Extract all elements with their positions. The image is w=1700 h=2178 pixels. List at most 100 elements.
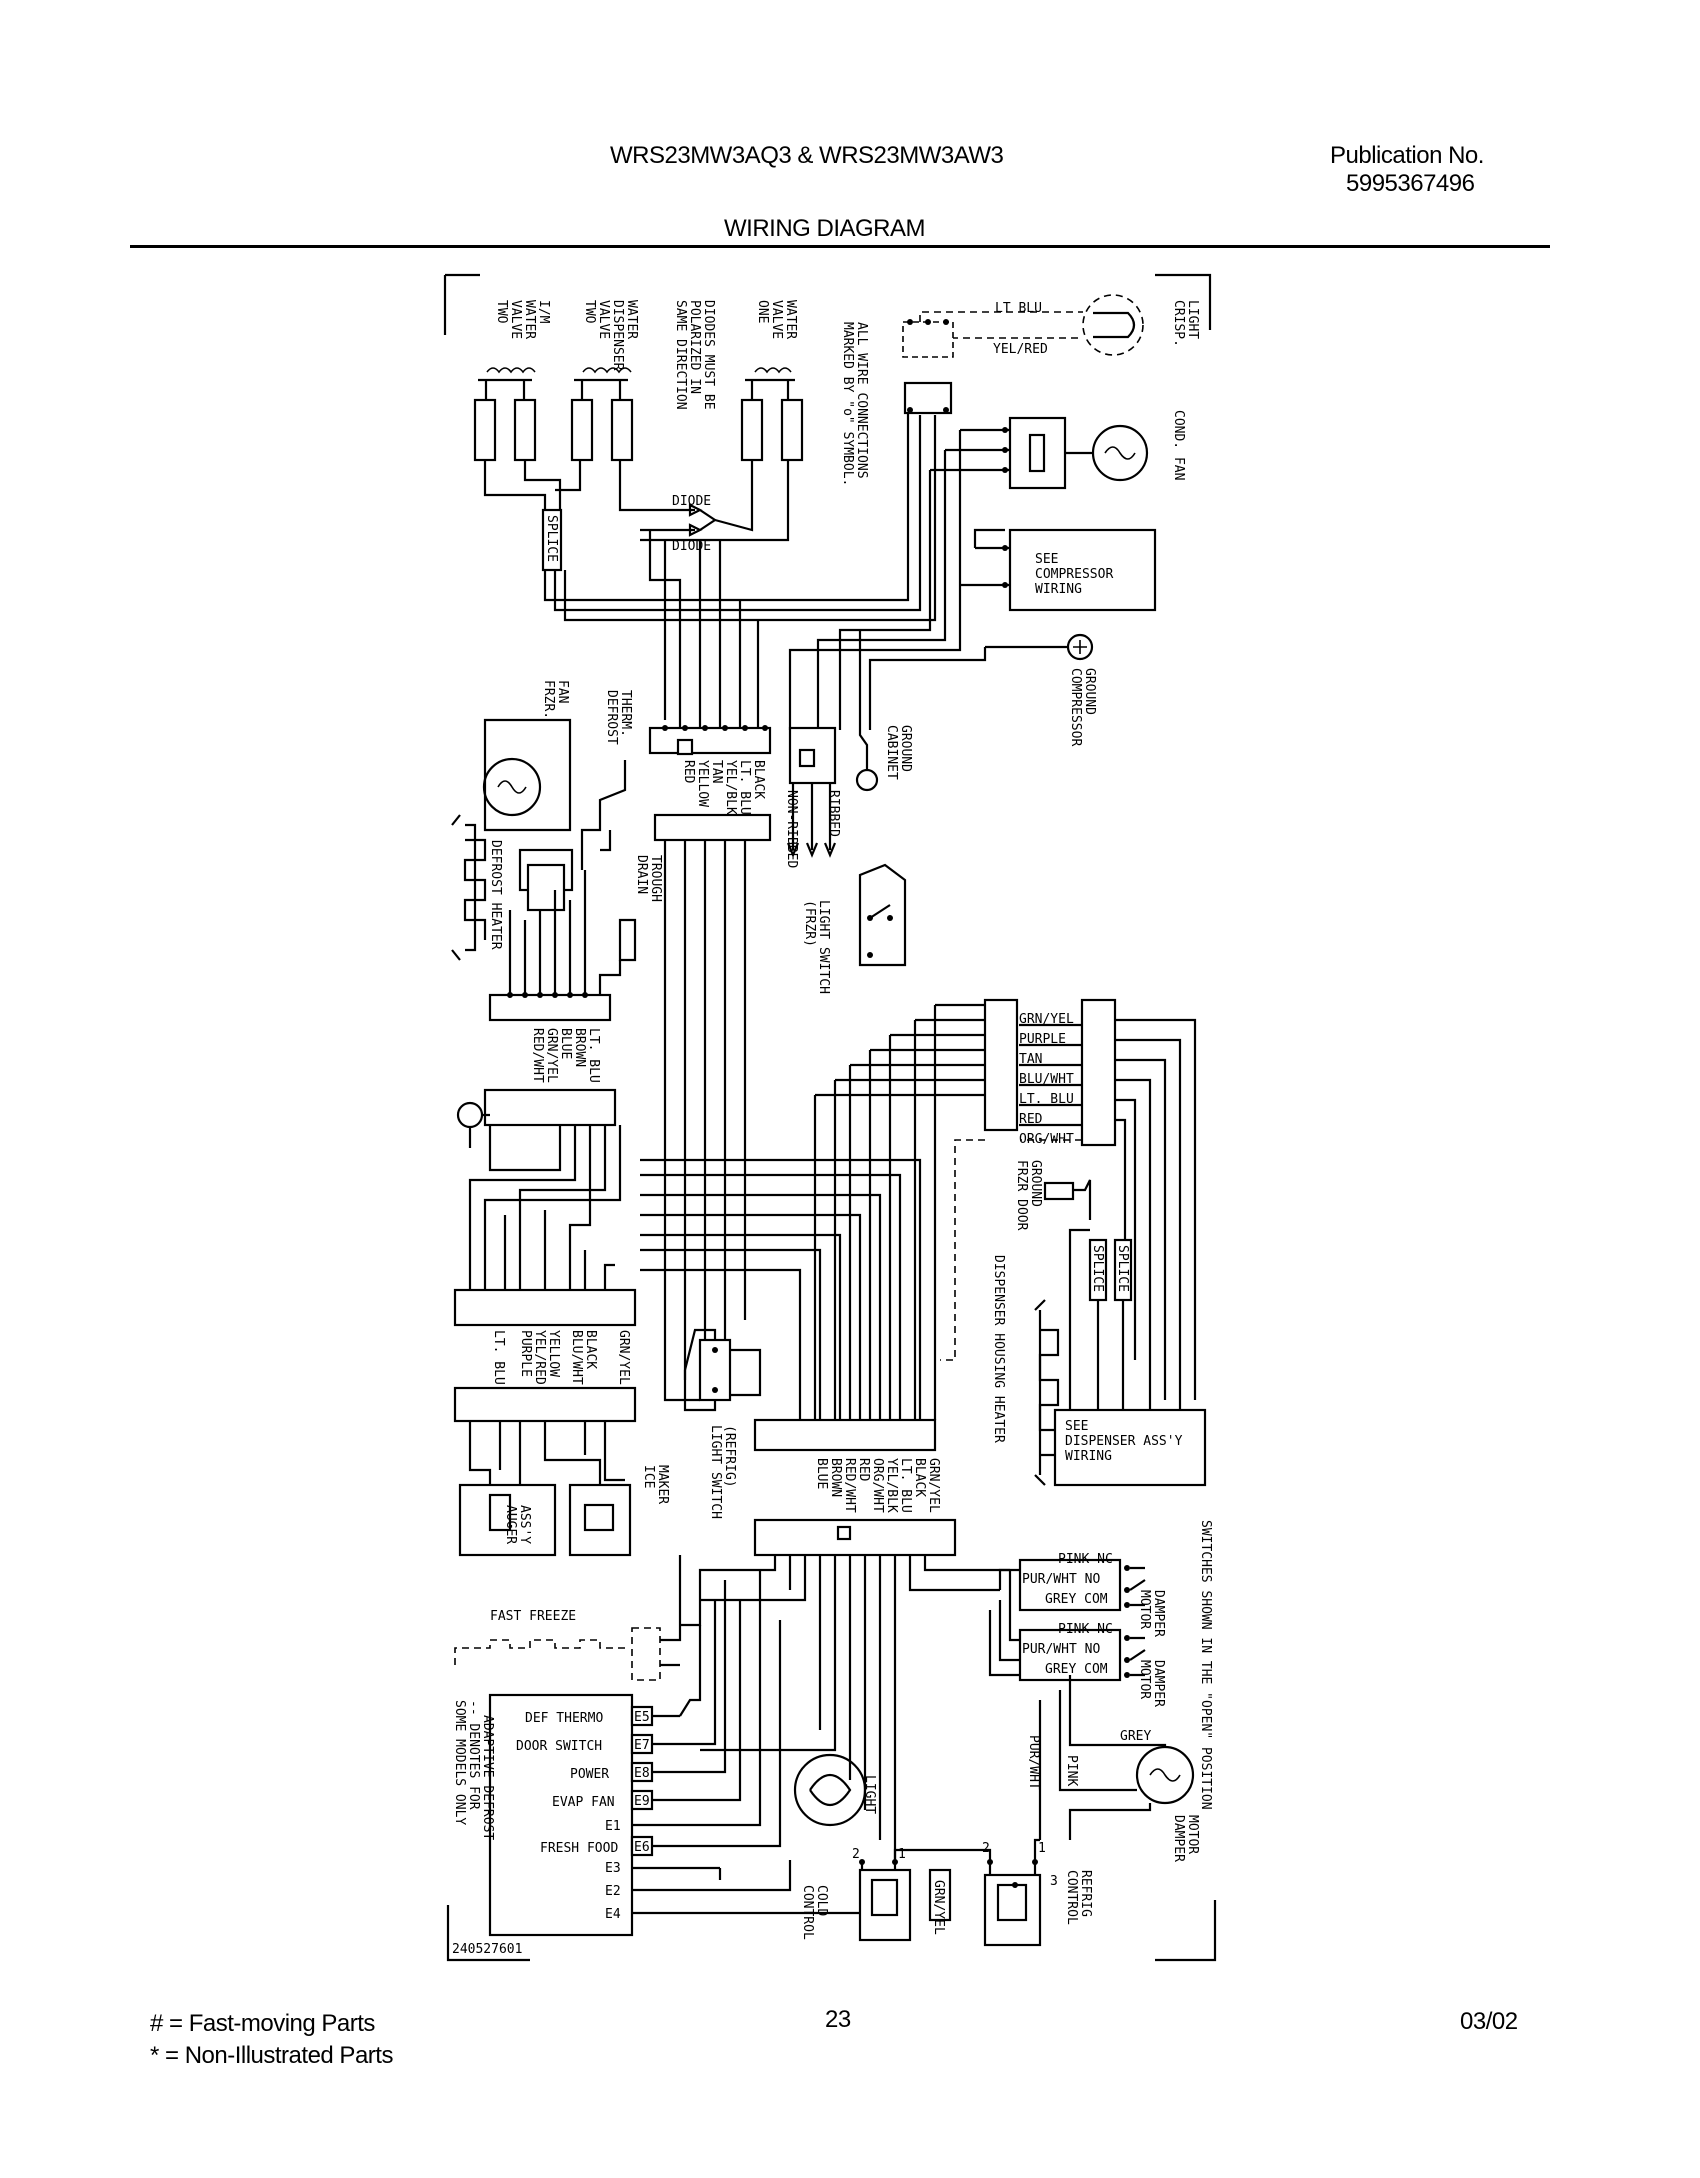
upper-connector-top [648, 726, 772, 755]
cold-term-2: 2 [852, 1847, 860, 1862]
svg-text:PURPLE: PURPLE [1019, 1032, 1066, 1047]
right-connector-wire-labels: GRN/YEL PURPLE TAN BLU/WHT LT. BLU RED O… [1019, 1012, 1074, 1147]
svg-text:WATER: WATER [522, 300, 537, 339]
svg-text:LIGHT: LIGHT [862, 1775, 877, 1814]
auger-ice-wires [468, 1421, 625, 1495]
page-number: 23 [825, 2006, 851, 2033]
damper-switch-lower: PINK NC PUR/WHT NO GREY COM [1018, 1622, 1146, 1682]
frame-bracket-tr [1155, 273, 1212, 330]
svg-text:DAMPER: DAMPER [1151, 1590, 1166, 1637]
svg-text:LT. BLU: LT. BLU [491, 1330, 506, 1385]
svg-text:COND. FAN: COND. FAN [1171, 410, 1186, 480]
svg-text:VALVE: VALVE [508, 300, 523, 339]
adaptive-defrost-label: ADAPTIVE DEFROST [480, 1715, 495, 1840]
light-label: LIGHT [862, 1775, 877, 1814]
svg-text:COMPRESSOR: COMPRESSOR [1068, 668, 1083, 746]
crisp-light-label: CRISP. LIGHT [1171, 300, 1200, 347]
svg-text:YEL/BLK: YEL/BLK [723, 760, 738, 815]
svg-text:ICE: ICE [641, 1465, 656, 1488]
svg-text:WATER: WATER [624, 300, 639, 339]
svg-text:DISPENSER: DISPENSER [610, 300, 625, 371]
svg-text:LIGHT SWITCH: LIGHT SWITCH [816, 900, 831, 994]
svg-text:(REFRIG): (REFRIG) [722, 1425, 737, 1488]
svg-text:MOTOR: MOTOR [1137, 1590, 1152, 1629]
control-terminals: E5 E7 E8 E9 E6 [630, 1705, 654, 1857]
svg-text:YELLOW: YELLOW [695, 760, 710, 807]
svg-text:GRN/YEL: GRN/YEL [616, 1330, 631, 1385]
ice-maker-label: ICE MAKER [641, 1465, 670, 1504]
denotes-note: -- DENOTES FOR SOME MODELS ONLY [452, 1700, 481, 1825]
svg-text:BLU/WHT: BLU/WHT [1019, 1072, 1074, 1087]
lower-connector [753, 1518, 957, 1557]
damper-motor [1135, 1745, 1195, 1805]
svg-text:E7: E7 [634, 1738, 650, 1753]
dispenser-valve-label: WATER DISPENSER VALVE TWO [582, 300, 639, 371]
svg-text:YEL/BLK: YEL/BLK [884, 1458, 899, 1513]
fast-freeze-wires [660, 1555, 682, 1667]
svg-text:SPLICE: SPLICE [1115, 1245, 1130, 1292]
cabinet-ground-icon [855, 768, 879, 792]
refrig-term-2: 2 [982, 1841, 990, 1856]
svg-text:BLUE: BLUE [814, 1458, 829, 1489]
svg-text:CONTROL: CONTROL [1064, 1870, 1079, 1925]
frame-bracket-bl [446, 1905, 530, 1962]
svg-text:E2: E2 [605, 1884, 621, 1899]
lower-left-connector-bottom [453, 1386, 637, 1423]
im-valve-label: TWO VALVE WATER I/M [494, 300, 551, 339]
svg-text:LT. BLU: LT. BLU [737, 760, 752, 815]
frame-bracket-br [1155, 1900, 1217, 1962]
diodes-note: DIODES MUST BE POLARIZED IN SAME DIRECTI… [673, 300, 716, 410]
svg-text:GROUND: GROUND [898, 725, 913, 772]
grn-yel-label: GRN/YEL [931, 1880, 946, 1935]
svg-text:MAKER: MAKER [655, 1465, 670, 1504]
svg-text:CONTROL: CONTROL [800, 1885, 815, 1940]
diode-upper-label: DIODE [672, 494, 711, 509]
svg-text:BROWN: BROWN [572, 1028, 587, 1067]
grey-wire-label: GREY [1120, 1729, 1151, 1744]
control-terminal-wires [632, 1714, 760, 1915]
svg-text:E5: E5 [634, 1710, 650, 1725]
svg-text:DEFROST: DEFROST [604, 690, 619, 745]
compressor-wires [960, 528, 1010, 587]
right-connector-left-wires [815, 1003, 985, 1097]
control-link-wires [893, 1838, 1040, 1862]
left-connector-bottom [483, 1088, 617, 1127]
svg-text:DOOR SWITCH: DOOR SWITCH [516, 1739, 602, 1754]
diodes [640, 503, 717, 537]
svg-text:CABINET: CABINET [884, 725, 899, 780]
model-title: WRS23MW3AQ3 & WRS23MW3AW3 [610, 142, 1004, 169]
svg-text:ADAPTIVE DEFROST: ADAPTIVE DEFROST [480, 1715, 495, 1840]
drain-trough-heater [618, 918, 637, 962]
svg-text:PUR/WHT: PUR/WHT [1026, 1735, 1041, 1790]
svg-text:RED: RED [1019, 1112, 1043, 1127]
svg-text:SEE: SEE [1035, 552, 1058, 567]
svg-text:DISPENSER HOUSING HEATER: DISPENSER HOUSING HEATER [991, 1255, 1006, 1443]
svg-text:SPLICE: SPLICE [1090, 1245, 1105, 1292]
svg-text:RED/WHT: RED/WHT [530, 1028, 545, 1083]
svg-text:DEFROST HEATER: DEFROST HEATER [488, 840, 503, 950]
diagram-title: WIRING DIAGRAM [724, 215, 926, 242]
light-switch-refrig [683, 1328, 762, 1412]
damper-switch-wires [988, 1568, 1020, 1677]
crisp-wire-yelred: YEL/RED [993, 342, 1048, 357]
upper-connector-wire-labels: BLACK LT. BLU YEL/BLK TAN YELLOW RED [681, 760, 766, 815]
compressor-ground-icon [985, 633, 1094, 661]
svg-text:MARKED BY "o" SYMBOL.: MARKED BY "o" SYMBOL. [840, 322, 855, 486]
splice-label: SPLICE [544, 515, 559, 562]
ribbed-label: RIBBED [826, 790, 841, 837]
frzr-fan-label: FRZR. FAN [541, 680, 570, 719]
defrost-therm-label: DEFROST THERM. [604, 690, 633, 745]
svg-text:ONE: ONE [755, 300, 770, 323]
center-vertical-wires [663, 840, 937, 1420]
svg-text:SOME MODELS ONLY: SOME MODELS ONLY [452, 1700, 467, 1825]
damper-motor-label: DAMPER MOTOR [1171, 1815, 1200, 1862]
svg-text:EVAP FAN: EVAP FAN [552, 1795, 615, 1810]
svg-text:PURPLE: PURPLE [518, 1330, 533, 1377]
dispenser-heater-bracket [1034, 1299, 1046, 1486]
svg-text:FAN: FAN [555, 680, 570, 703]
svg-text:E6: E6 [634, 1840, 650, 1855]
light-switch-frzr-label: LIGHT SWITCH (FRZR) [802, 900, 831, 994]
svg-text:MOTOR: MOTOR [1185, 1815, 1200, 1854]
water-valve-one-label: WATER VALVE ONE [755, 300, 798, 339]
svg-text:PINK NC: PINK NC [1058, 1622, 1113, 1637]
